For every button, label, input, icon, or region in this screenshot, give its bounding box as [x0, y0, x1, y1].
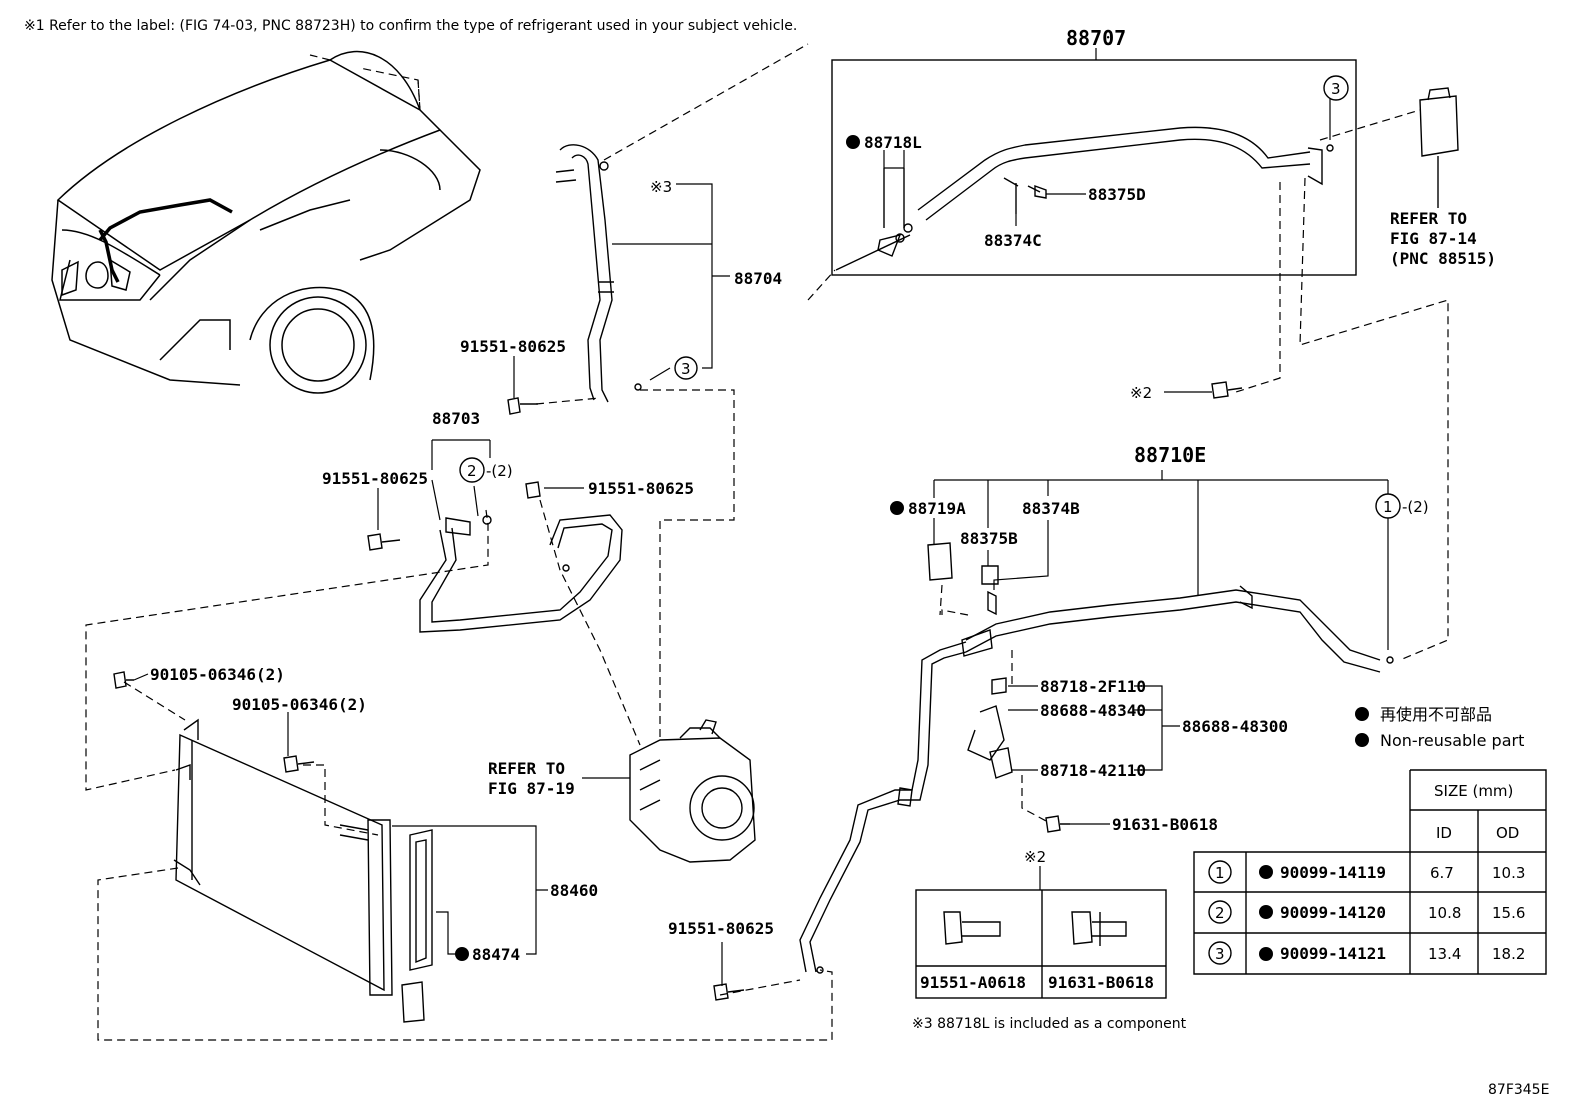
label-91631-B0618: 91631-B0618 [1112, 815, 1218, 834]
size-row2-od: 15.6 [1492, 904, 1525, 922]
label-88460: 88460 [550, 881, 598, 900]
size-table-col-od: OD [1496, 824, 1519, 842]
label-bolt-90105-a: 90105-06346(2) [150, 665, 285, 684]
label-88374C: 88374C [984, 231, 1042, 250]
size-row1-part: 90099-14119 [1280, 863, 1386, 882]
bolt-table-right: 91631-B0618 [1048, 973, 1154, 992]
bolt-table [915, 889, 1167, 999]
callout-1-tube [1375, 493, 1401, 519]
callout-3-label-a: 3 [681, 360, 691, 378]
label-refer-87-14-line3: (PNC 88515) [1390, 249, 1496, 268]
callout-1-label: 1 [1383, 498, 1393, 516]
callout-3-label-b: 3 [1331, 80, 1341, 98]
label-bolt-91551-b: 91551-80625 [322, 469, 428, 488]
label-bolt-91551-a: 91551-80625 [460, 337, 566, 356]
label-refer-87-14-line2: FIG 87-14 [1390, 229, 1477, 248]
size-row1-mark: 1 [1215, 864, 1225, 882]
size-table-grid [1193, 769, 1547, 975]
legend-en: Non-reusable part [1380, 731, 1524, 750]
detail-box-88707 [831, 59, 1357, 276]
label-88474: 88474 [472, 945, 520, 964]
callout-3-hose [674, 356, 698, 380]
label-mark-2: ※2 [1130, 384, 1152, 402]
label-88374B: 88374B [1022, 499, 1080, 518]
label-circle1-qty: -(2) [1402, 498, 1429, 516]
receiver-part [1419, 87, 1459, 208]
label-bolt-90105-b: 90105-06346(2) [232, 695, 367, 714]
size-table-header: SIZE (mm) [1434, 782, 1513, 800]
callout-3-pipe [1323, 75, 1349, 101]
label-88710E: 88710E [1134, 443, 1206, 467]
pipe-88707-detail [831, 59, 1357, 276]
label-circle2-qty: -(2) [486, 462, 513, 480]
size-row3-part: 90099-14121 [1280, 944, 1386, 963]
label-88718-2F110: 88718-2F110 [1040, 677, 1146, 696]
label-88688-48340: 88688-48340 [1040, 701, 1146, 720]
vehicle-illustration [51, 50, 481, 394]
size-row1-id: 6.7 [1430, 864, 1454, 882]
suction-hose-88703 [419, 514, 623, 633]
condenser-88460 [173, 718, 433, 1023]
size-row2-id: 10.8 [1428, 904, 1461, 922]
size-row2-mark: 2 [1215, 904, 1225, 922]
refrigerant-note: ※1 Refer to the label: (FIG 74-03, PNC 8… [24, 18, 797, 34]
size-row3-id: 13.4 [1428, 945, 1461, 963]
label-88718-42110: 88718-42110 [1040, 761, 1146, 780]
size-row3-mark: 3 [1215, 945, 1225, 963]
callout-2-label: 2 [467, 462, 477, 480]
label-88688-48300: 88688-48300 [1182, 717, 1288, 736]
label-88375D: 88375D [1088, 185, 1146, 204]
mark-3: ※3 [650, 178, 672, 196]
ac-compressor [629, 719, 756, 863]
label-refer-87-14-line1: REFER TO [1390, 209, 1467, 228]
label-88375B: 88375B [960, 529, 1018, 548]
pressure-sensor-bracket [927, 542, 1013, 779]
dashed-connectors [85, 43, 1449, 1041]
size-table-col-id: ID [1436, 824, 1452, 842]
label-bolt-91551-d: 91551-80625 [668, 919, 774, 938]
leader-lines [133, 48, 1389, 986]
label-88719A: 88719A [908, 499, 966, 518]
bolts [113, 381, 1243, 1001]
vehicle-callout-lines [309, 54, 421, 111]
label-88718L: 88718L [864, 133, 922, 152]
label-mark-2-lower: ※2 [1024, 848, 1046, 866]
label-88707: 88707 [1066, 26, 1126, 50]
figure-code: 87F345E [1488, 1082, 1549, 1098]
label-refer-87-19-line2: FIG 87-19 [488, 779, 575, 798]
non-reusable-dots [455, 135, 1369, 961]
label-refer-87-19-line1: REFER TO [488, 759, 565, 778]
legend-jp: 再使用不可部品 [1380, 705, 1492, 724]
callout-2-suction [459, 457, 485, 483]
callout-circles [459, 75, 1401, 519]
label-bolt-91551-c: 91551-80625 [588, 479, 694, 498]
note-3: ※3 88718L is included as a component [912, 1016, 1187, 1032]
size-row2-part: 90099-14120 [1280, 903, 1386, 922]
label-88703: 88703 [432, 409, 480, 428]
size-row1-od: 10.3 [1492, 864, 1525, 882]
size-row3-od: 18.2 [1492, 945, 1525, 963]
liquid-tube-88710E [799, 585, 1394, 974]
bolt-table-left: 91551-A0618 [920, 973, 1026, 992]
label-88704: 88704 [734, 269, 782, 288]
discharge-hose-88704 [555, 144, 642, 403]
